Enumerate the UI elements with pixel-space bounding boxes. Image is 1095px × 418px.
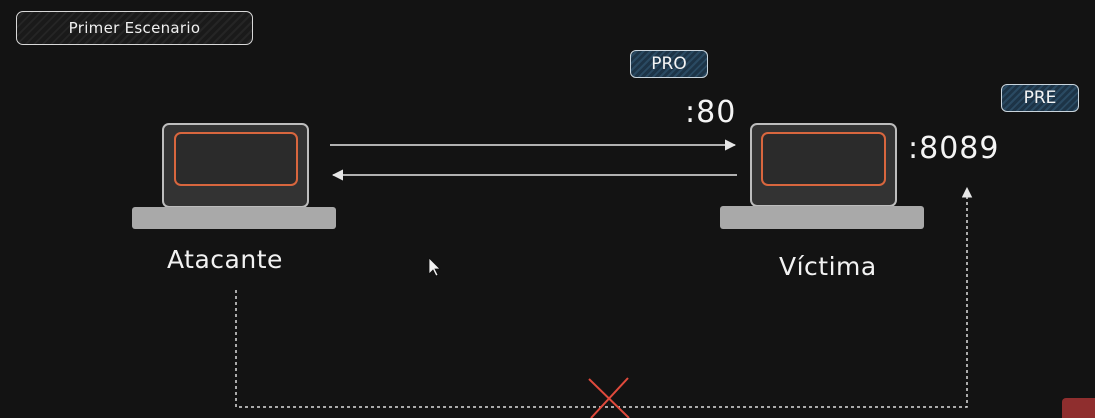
pro-port-label: :80	[685, 95, 737, 130]
pre-port-label: :8089	[908, 131, 1000, 166]
attacker-laptop-icon	[132, 123, 336, 229]
mouse-cursor-icon	[428, 257, 441, 277]
pre-tag: PRE	[1001, 84, 1079, 112]
blocked-x-mark-icon	[588, 377, 630, 418]
victim-laptop-icon	[720, 123, 924, 229]
pro-tag: PRO	[630, 50, 708, 78]
scenario-title: Primer Escenario	[16, 11, 253, 45]
attacker-label: Atacante	[167, 245, 283, 274]
victim-label: Víctima	[779, 252, 877, 281]
corner-app-badge	[1062, 398, 1095, 418]
